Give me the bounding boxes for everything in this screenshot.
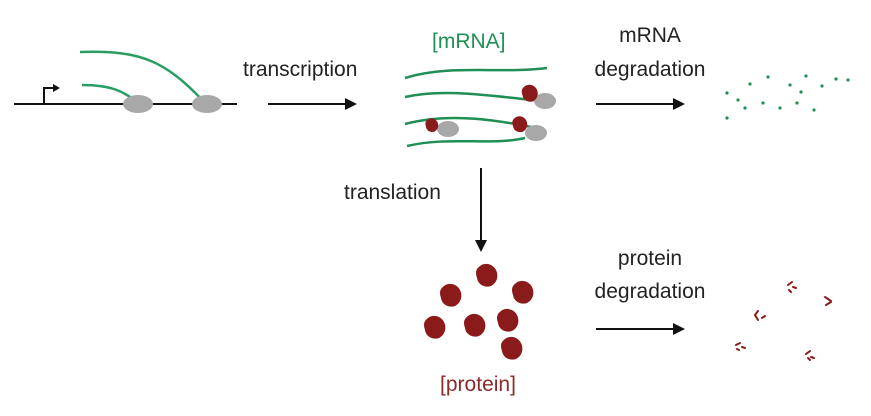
degraded-protein-fragments xyxy=(735,281,832,361)
protein-blob-icon xyxy=(476,263,498,287)
mrna-degradation-label: degradation xyxy=(595,58,706,81)
nascent-protein-icon xyxy=(425,118,439,132)
mrna-strand xyxy=(406,136,526,148)
protein-blob-icon xyxy=(512,280,534,304)
protein-degradation-label: degradation xyxy=(595,280,706,303)
translation-step: translation xyxy=(344,168,487,252)
protein-blob-icon xyxy=(424,315,446,339)
protein-label: [protein] xyxy=(440,373,516,396)
rna-polymerase xyxy=(123,95,153,113)
mrna-strand xyxy=(404,66,548,80)
promoter-arrow-icon xyxy=(43,84,60,104)
protein-blob-icon xyxy=(440,283,462,307)
translation-label: translation xyxy=(344,181,441,204)
nascent-protein-icon xyxy=(512,116,528,133)
gene-panel xyxy=(14,50,237,113)
mrna-degradation-label: mRNA xyxy=(619,24,681,47)
ribosome-icon xyxy=(534,93,556,109)
rna-polymerase xyxy=(192,95,222,113)
mrna-degradation-step: mRNA degradation xyxy=(595,24,850,120)
protein-blob-icon xyxy=(497,308,519,332)
ribosome-icon xyxy=(525,125,547,141)
protein-blob-icon xyxy=(464,313,486,337)
nascent-mrna-strand xyxy=(79,50,206,104)
protein-pool xyxy=(424,263,534,360)
degraded-mrna-fragments xyxy=(725,74,850,120)
protein-blob-icon xyxy=(501,336,523,360)
protein-degradation-step: protein degradation xyxy=(595,247,832,361)
mrna-pool: [mRNA] xyxy=(404,30,556,148)
protein-degradation-label: protein xyxy=(618,247,682,270)
transcription-label: transcription xyxy=(243,58,357,81)
mrna-label: [mRNA] xyxy=(432,30,506,53)
transcription-step: transcription xyxy=(243,58,357,110)
ribosome-icon xyxy=(437,121,459,137)
